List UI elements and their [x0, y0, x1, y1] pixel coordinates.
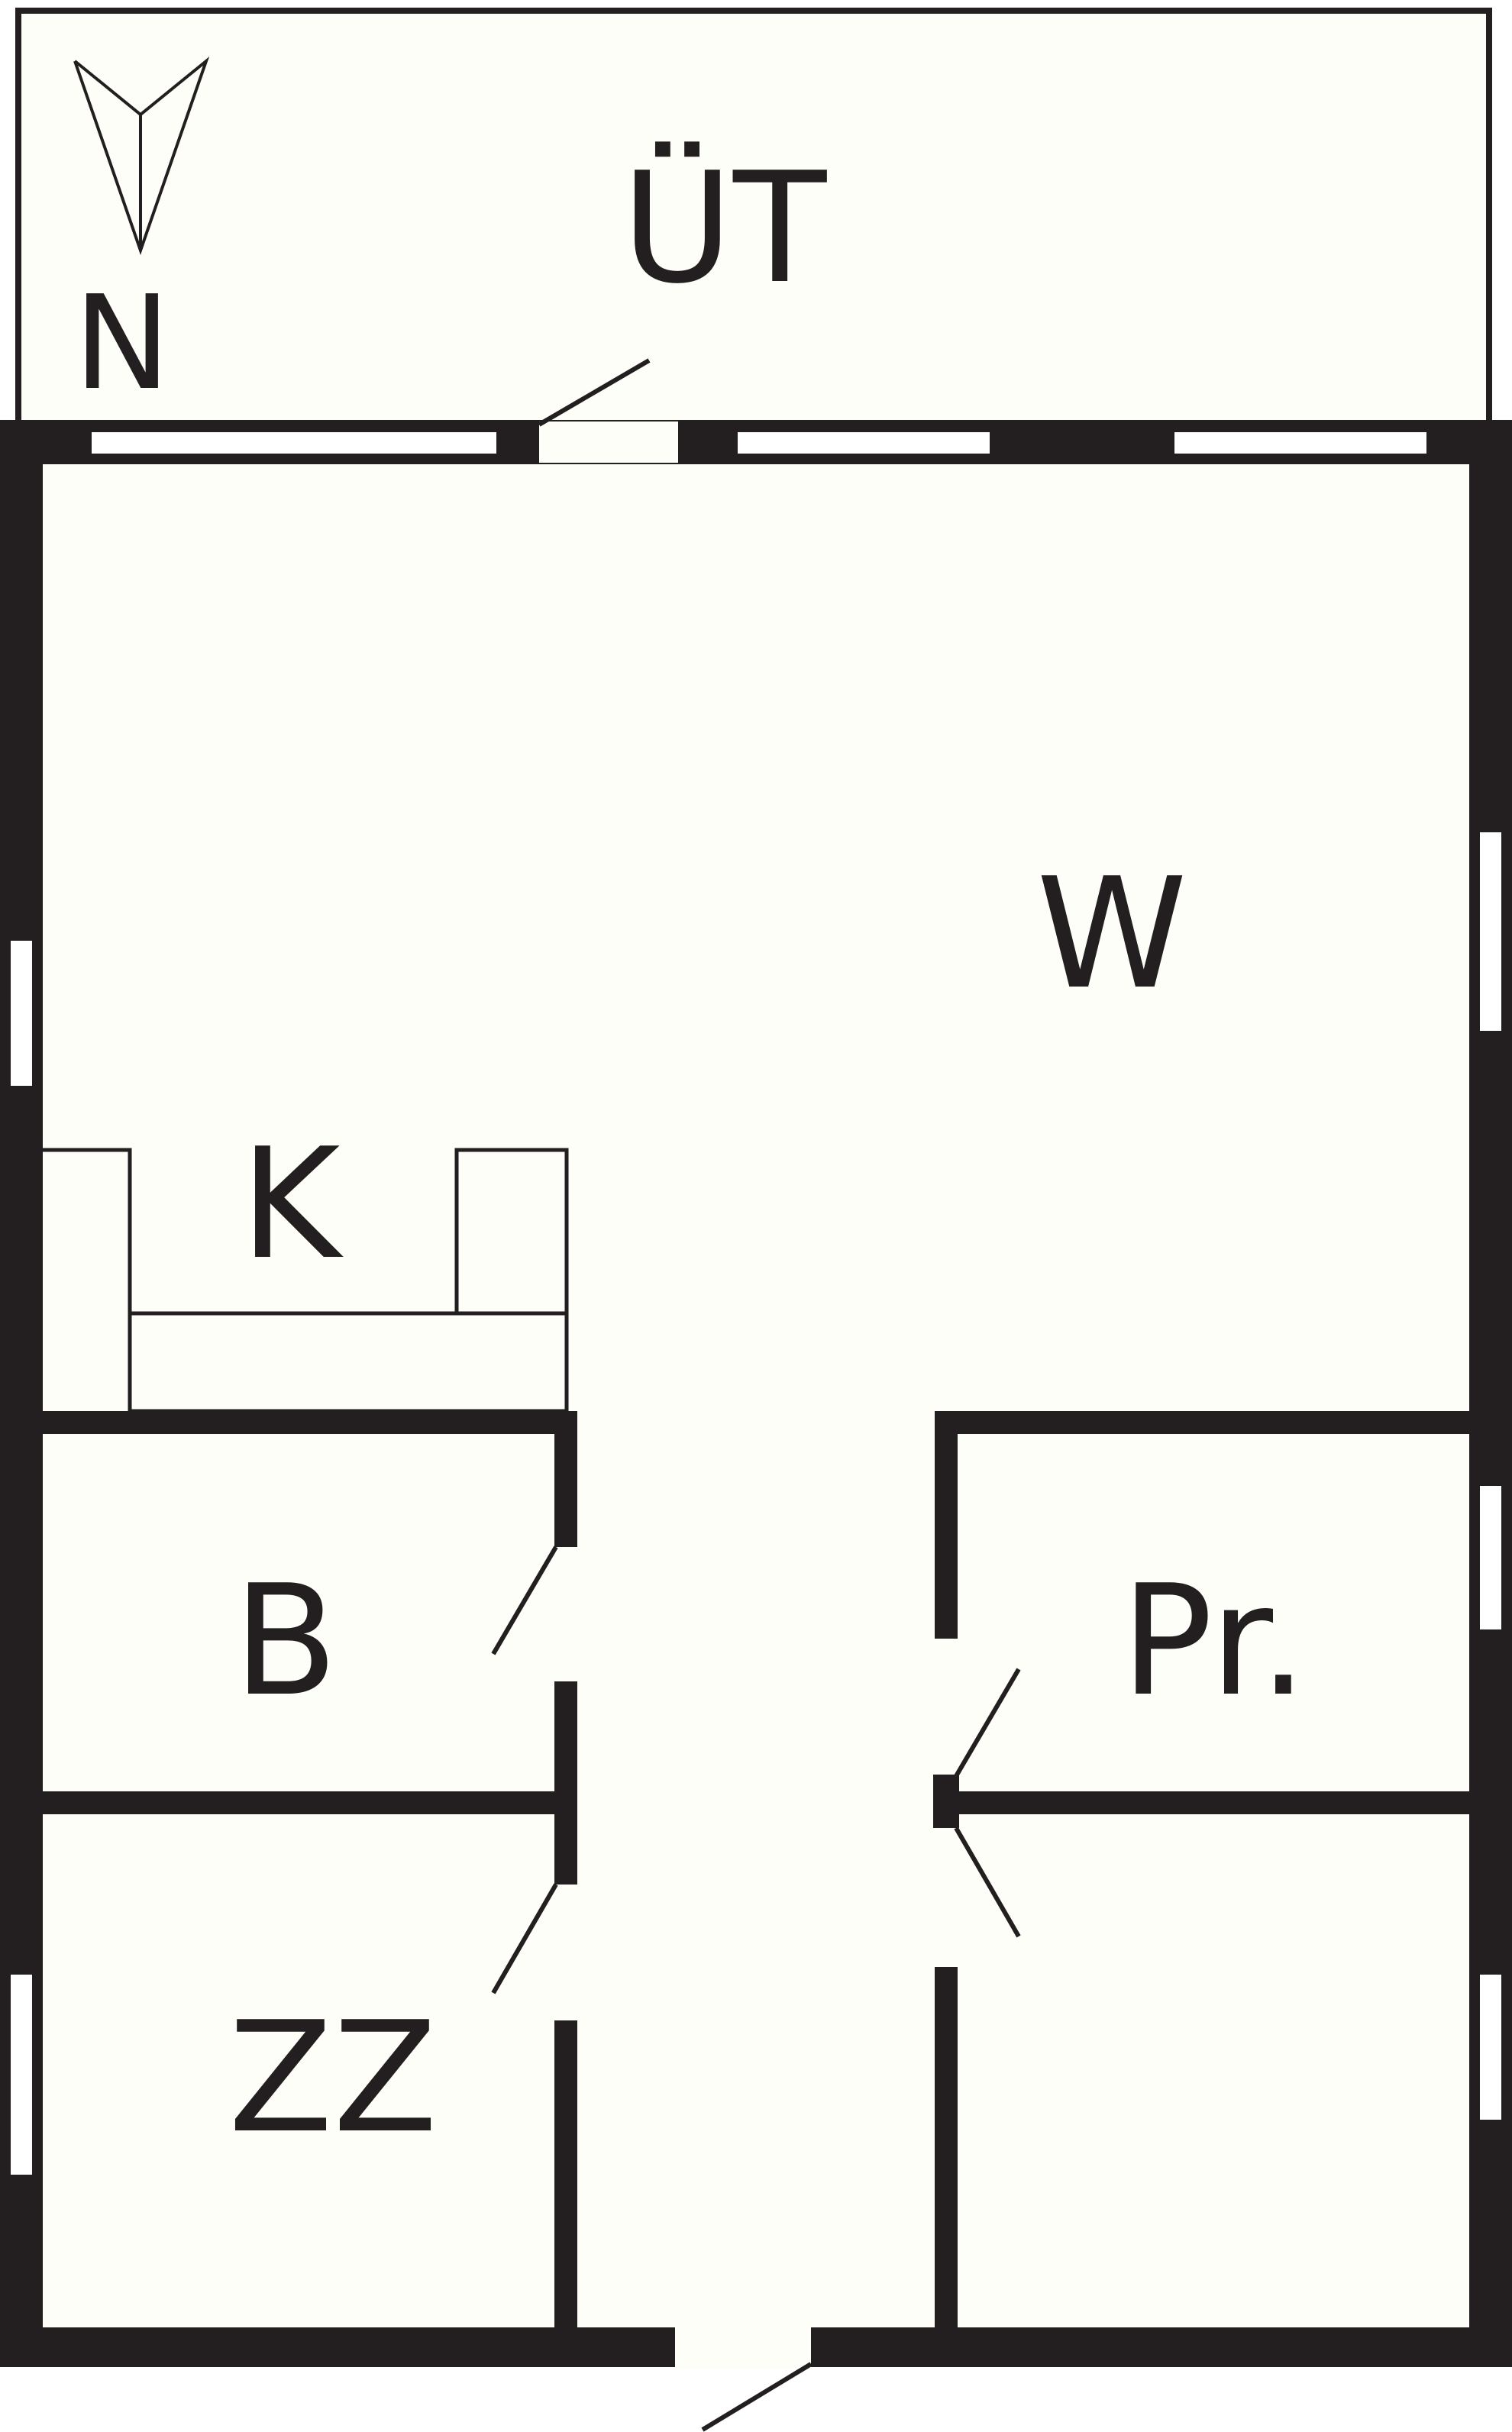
bedroom-door — [491, 1883, 558, 1994]
interior-door-openings — [553, 1547, 959, 2020]
room-label-balcony: ÜT — [622, 140, 827, 318]
bathroom-door — [491, 1545, 558, 1655]
door-swings — [491, 1545, 1021, 1994]
room-label-bathroom: B — [233, 1552, 338, 1730]
room-door — [954, 1826, 1021, 1938]
compass-label: N — [73, 268, 170, 419]
room-label-kitchen: K — [240, 1116, 344, 1294]
windows-side — [8, 829, 1504, 2178]
window — [1477, 829, 1504, 1034]
balcony — [15, 8, 1492, 426]
kitchen-fixtures — [43, 1148, 569, 1413]
window — [1171, 429, 1430, 457]
window — [8, 938, 35, 1089]
outer-walls — [0, 420, 1512, 2367]
balcony-outline — [15, 8, 1492, 426]
window — [1477, 1483, 1504, 1633]
windows-top — [89, 429, 1430, 457]
interior-door-jambs — [933, 1775, 959, 1828]
entrance-door — [675, 2326, 813, 2432]
window — [1477, 1972, 1504, 2123]
room-label-living: W — [1036, 845, 1187, 1023]
room-label-storage: Pr. — [1121, 1552, 1308, 1730]
balcony-door — [538, 358, 678, 463]
storage-door — [954, 1668, 1021, 1778]
room-label-bedroom: ZZ — [228, 1989, 438, 2167]
window — [8, 1972, 35, 2178]
window — [89, 429, 499, 457]
window — [735, 429, 993, 457]
floor-area — [23, 451, 1489, 2359]
kitchen-counter — [128, 1311, 569, 1413]
north-arrow-icon — [73, 57, 210, 256]
